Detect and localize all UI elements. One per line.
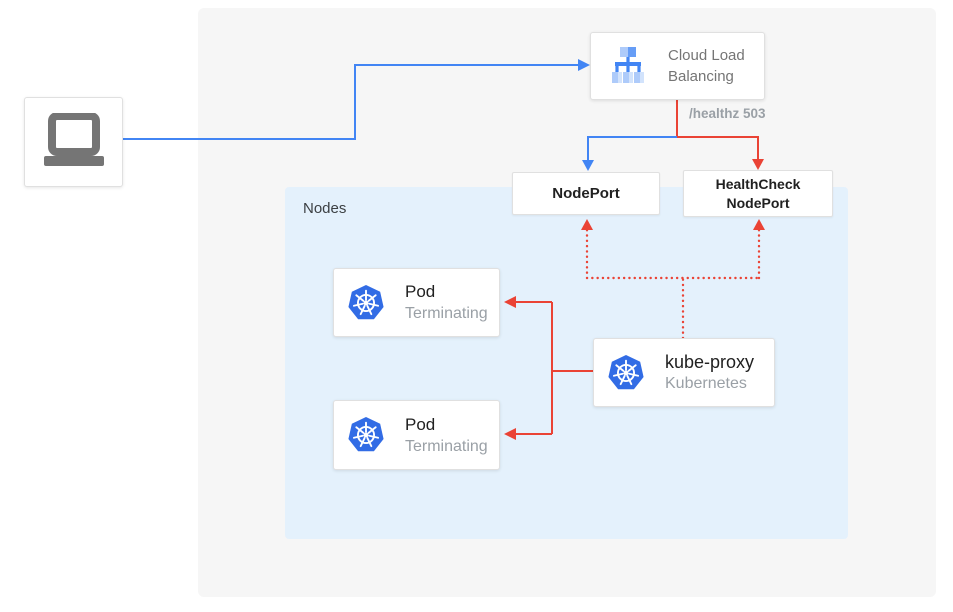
cloud-load-balancing-node[interactable]: Cloud Load Balancing xyxy=(590,32,765,100)
pod-node-1[interactable]: Pod Terminating xyxy=(333,268,500,337)
pod-status: Terminating xyxy=(405,437,488,455)
nodes-label: Nodes xyxy=(303,200,347,217)
healthcheck-nodeport-node[interactable]: HealthCheck NodePort xyxy=(683,170,833,217)
clb-label-line2: Balancing xyxy=(668,68,734,85)
kubernetes-icon xyxy=(608,354,644,389)
nodeport-label: NodePort xyxy=(552,185,620,202)
client-node[interactable] xyxy=(24,97,123,187)
cloud-load-balancing-icon xyxy=(612,47,644,83)
laptop-icon xyxy=(43,113,104,166)
cloud-load-balancing-label: Cloud Load Balancing xyxy=(668,45,745,87)
pod-title: Pod xyxy=(405,414,436,434)
healthz-status-label: /healthz 503 xyxy=(689,106,766,121)
healthcheck-nodeport-label-line1: HealthCheck xyxy=(715,175,801,192)
pod-node-2[interactable]: Pod Terminating xyxy=(333,400,500,470)
kube-proxy-node[interactable]: kube-proxy Kubernetes xyxy=(593,338,775,407)
kube-proxy-subtitle: Kubernetes xyxy=(665,375,747,392)
pod-title: Pod xyxy=(405,282,436,301)
kubernetes-icon xyxy=(348,284,384,319)
pod-status: Terminating xyxy=(405,305,488,322)
nodeport-node[interactable]: NodePort xyxy=(512,172,660,215)
healthcheck-nodeport-label-line2: NodePort xyxy=(726,194,790,211)
clb-label-line1: Cloud Load xyxy=(668,47,745,64)
kube-proxy-title: kube-proxy xyxy=(665,352,755,372)
kubernetes-icon xyxy=(348,416,384,452)
